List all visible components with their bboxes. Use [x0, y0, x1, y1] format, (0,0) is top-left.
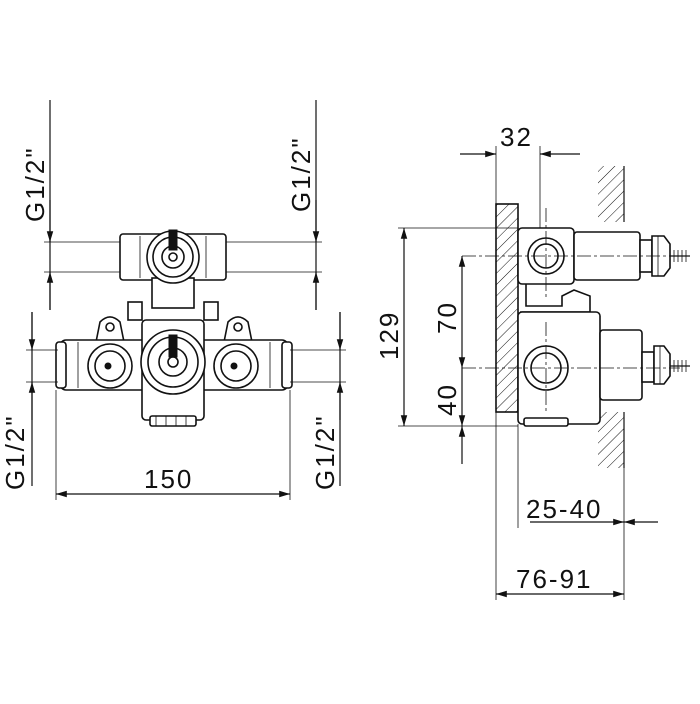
total-depth-label: 76-91	[516, 564, 593, 594]
side-connector	[520, 284, 591, 313]
front-view: G1/2" G1/2" G1/2" G1/2" 150	[0, 100, 346, 500]
width-dimension	[55, 390, 291, 500]
side-lower-valve	[517, 311, 690, 427]
mounting-lugs	[95, 301, 253, 343]
wall-range-label: 25-40	[526, 494, 603, 524]
height-label: 129	[374, 311, 404, 360]
side-view: 32 129 70 40 25-40 76-91	[374, 122, 690, 600]
top-diverter-body	[119, 229, 227, 309]
bottom-thread-dimensions	[26, 312, 346, 486]
top-depth-label: 32	[500, 122, 533, 152]
top-right-thread-label: G1/2"	[286, 136, 316, 212]
height-dimension	[398, 227, 518, 427]
spacing-label: 70	[432, 301, 462, 334]
total-depth-dimension	[495, 412, 624, 600]
lower-label: 40	[432, 383, 462, 416]
bottom-left-thread-label: G1/2"	[0, 414, 30, 490]
thermostatic-body	[55, 319, 293, 427]
width-label: 150	[144, 464, 193, 494]
wall-range-dimension	[517, 424, 658, 600]
top-thread-dimensions	[44, 100, 322, 310]
wall-hatch-bottom	[598, 412, 624, 468]
bottom-right-thread-label: G1/2"	[310, 414, 340, 490]
top-depth-dimension	[460, 146, 580, 228]
mounting-plate	[495, 203, 519, 413]
wall-hatch-top	[598, 166, 624, 222]
top-left-thread-label: G1/2"	[20, 146, 50, 222]
